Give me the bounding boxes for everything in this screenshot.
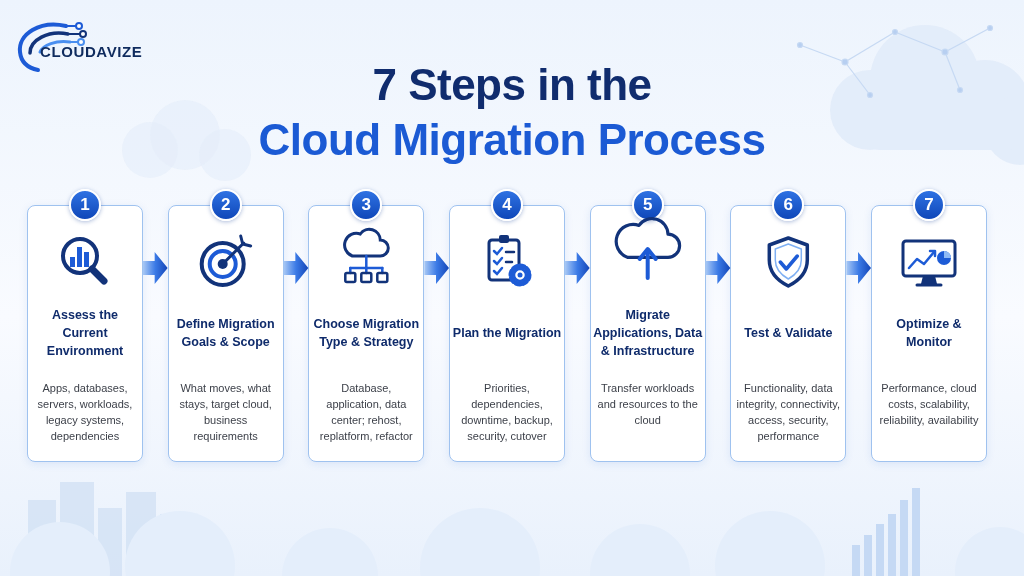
step-card: Define Migration Goals & ScopeWhat moves… [168, 205, 284, 462]
step-card: Optimize & MonitorPerformance, cloud cos… [871, 205, 987, 462]
network-decoration [845, 62, 870, 95]
step-card: Plan the MigrationPriorities, dependenci… [449, 205, 565, 462]
step-number: 5 [632, 189, 664, 221]
network-decoration [893, 30, 898, 35]
network-decoration [958, 88, 963, 93]
cloud-decoration [870, 25, 980, 135]
step-description: Performance, cloud costs, scalability, r… [875, 380, 983, 428]
step-description: Transfer workloads and resources to the … [594, 380, 702, 428]
step-arrow [424, 252, 449, 284]
step-number: 4 [491, 189, 523, 221]
bar-decoration [900, 500, 908, 576]
step-title: Test & Validate [744, 324, 832, 342]
step-title: Migrate Applications, Data & Infrastruct… [592, 306, 704, 360]
network-decoration [798, 43, 803, 48]
network-decoration [800, 45, 845, 62]
cloud-decoration [420, 508, 540, 576]
page-title: 7 Steps in the Cloud Migration Process [0, 57, 1024, 167]
city-decoration [28, 482, 182, 576]
step-title: Define Migration Goals & Scope [170, 315, 282, 351]
step-arrow [284, 252, 309, 284]
step-number-text: 2 [221, 195, 230, 215]
step-title: Assess the Current Environment [29, 306, 141, 360]
cloud-decoration [860, 110, 1024, 150]
network-decoration [798, 26, 993, 98]
logo-text: CLOUDAVIZE [40, 43, 142, 60]
step-number-text: 6 [784, 195, 793, 215]
step-number-text: 5 [643, 195, 652, 215]
step-number: 7 [913, 189, 945, 221]
step-arrow [846, 252, 871, 284]
step-number-text: 4 [502, 195, 511, 215]
step-description: What moves, what stays, target cloud, bu… [172, 380, 280, 444]
logo-icon [70, 41, 78, 43]
step-number: 3 [350, 189, 382, 221]
bar-decoration [864, 535, 872, 576]
logo-icon [66, 25, 76, 27]
cloud-decoration [122, 122, 178, 178]
title-line: Cloud Migration Process [0, 112, 1024, 167]
cloud-decoration [955, 527, 1024, 576]
network-decoration [945, 28, 990, 52]
cloud-decoration [282, 528, 378, 576]
step-description: Priorities, dependencies, downtime, back… [453, 380, 561, 444]
step-title: Optimize & Monitor [873, 315, 985, 351]
cloud-decoration [985, 95, 1024, 165]
bar-decoration [852, 488, 920, 576]
step-description: Functionality, data integrity, connectiv… [734, 380, 842, 444]
cloud-decoration [590, 524, 690, 576]
cloud-decoration [150, 100, 220, 170]
step-card: Choose Migration Type & StrategyDatabase… [308, 205, 424, 462]
city-decoration [28, 500, 56, 576]
cloud-decoration [10, 508, 1024, 576]
cloud-decoration [199, 129, 251, 181]
step-number-text: 3 [362, 195, 371, 215]
step-number: 1 [69, 189, 101, 221]
step-title: Plan the Migration [453, 324, 561, 342]
title-line: 7 Steps in the [0, 57, 1024, 112]
network-decoration [942, 49, 948, 55]
step-arrow [143, 252, 168, 284]
bar-decoration [876, 524, 884, 576]
bar-decoration [888, 514, 896, 576]
logo-icon [76, 23, 82, 29]
logo-icon [68, 33, 80, 35]
network-decoration [945, 52, 960, 90]
step-card: Migrate Applications, Data & Infrastruct… [590, 205, 706, 462]
cloud-decoration [830, 70, 910, 150]
city-decoration [98, 508, 122, 576]
cloud-decoration [940, 60, 1024, 150]
city-decoration [60, 482, 94, 576]
network-decoration [842, 59, 848, 65]
network-decoration [868, 93, 873, 98]
step-card: Assess the Current EnvironmentApps, data… [27, 205, 143, 462]
step-description: Database, application, data center; reho… [312, 380, 420, 444]
step-title: Choose Migration Type & Strategy [310, 315, 422, 351]
step-number-text: 7 [924, 195, 933, 215]
bar-decoration [912, 488, 920, 576]
city-decoration [160, 514, 182, 576]
step-arrow [706, 252, 731, 284]
step-card: Test & ValidateFunctionality, data integ… [730, 205, 846, 462]
step-arrow [565, 252, 590, 284]
network-decoration [988, 26, 993, 31]
step-number: 2 [210, 189, 242, 221]
logo-icon [80, 31, 86, 37]
cloud-decoration [125, 511, 235, 576]
bar-decoration [852, 545, 860, 576]
cloud-decoration [10, 522, 110, 576]
step-number: 6 [772, 189, 804, 221]
network-decoration [845, 32, 895, 62]
city-decoration [126, 492, 156, 576]
step-number-text: 1 [80, 195, 89, 215]
step-description: Apps, databases, servers, workloads, leg… [31, 380, 139, 444]
cloud-decoration [715, 511, 825, 576]
network-decoration [895, 32, 945, 52]
